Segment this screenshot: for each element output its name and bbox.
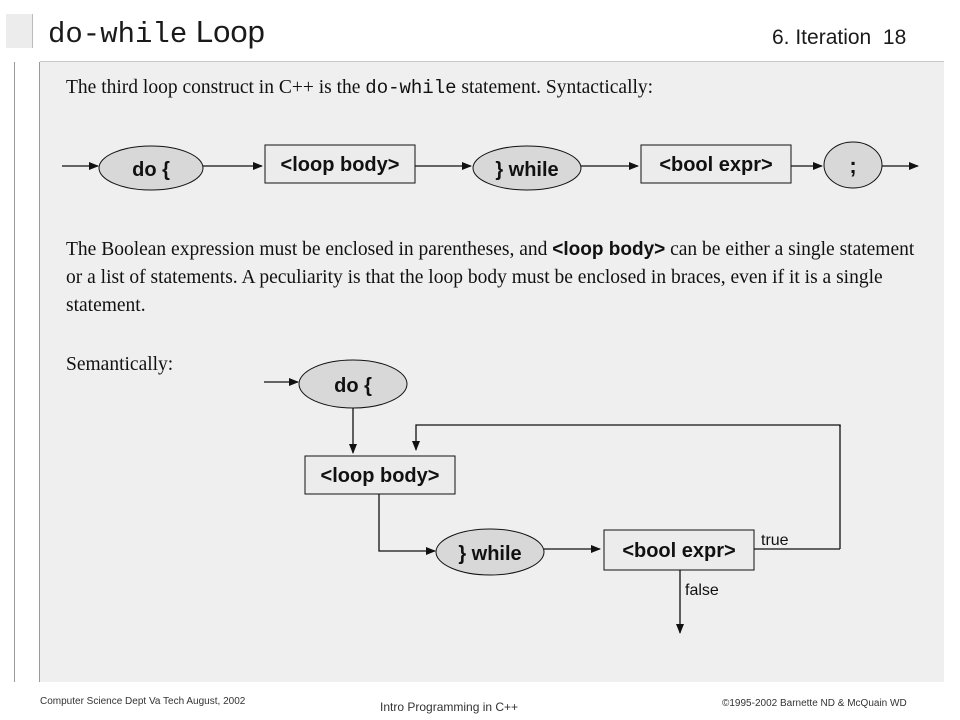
section-header: 6. Iteration 18: [772, 26, 906, 50]
slide-corner-mark: [6, 14, 33, 48]
flow-expr-box: [603, 529, 755, 571]
section-name: 6. Iteration: [772, 26, 872, 49]
boolean-paragraph: The Boolean expression must be enclosed …: [66, 236, 926, 320]
flow-body-box: [304, 455, 456, 495]
left-margin-rule: [14, 62, 40, 682]
semantic-label: Semantically:: [66, 354, 174, 375]
syntax-semicolon-label: ;: [849, 153, 856, 178]
footer-center: Intro Programming in C++: [380, 700, 519, 714]
footer-left: Computer Science Dept Va Tech August, 20…: [40, 696, 246, 707]
syntax-expr-box: [640, 144, 792, 184]
syntax-while-ellipse: [472, 145, 582, 191]
p2-text-before: The Boolean expression must be enclosed …: [66, 239, 553, 260]
syntax-do-ellipse: [98, 145, 204, 191]
flow-false-label: false: [685, 582, 719, 599]
intro-code: do-while: [365, 77, 457, 99]
flow-expr-label: <bool expr>: [622, 540, 735, 562]
flow-do-label: do {: [334, 375, 372, 397]
flow-true-label: true: [761, 532, 789, 549]
intro-paragraph: The third loop construct in C++ is the d…: [66, 74, 926, 102]
syntax-while-label: } while: [495, 159, 558, 181]
syntax-body-box: [264, 144, 416, 184]
intro-text-before: The third loop construct in C++ is the: [66, 77, 366, 98]
slide-title: do-while Loop: [48, 14, 265, 51]
flow-while-label: } while: [458, 543, 521, 565]
flow-body-to-while-arrow: [378, 494, 436, 555]
flow-body-label: <loop body>: [321, 465, 440, 487]
top-rule: [40, 61, 944, 62]
p2-text-after: can be either a single statement or a li…: [66, 239, 915, 316]
page-number: 18: [882, 26, 907, 49]
p2-bold-term: <loop body>: [552, 239, 666, 260]
syntax-expr-label: <bool expr>: [659, 154, 772, 176]
syntax-body-label: <loop body>: [281, 154, 400, 176]
title-code: do-while: [48, 18, 188, 51]
footer-right: ©1995-2002 Barnette ND & McQuain WD: [722, 698, 907, 709]
title-text: Loop: [187, 14, 265, 49]
syntax-do-label: do {: [132, 159, 170, 181]
flow-while-ellipse: [435, 528, 545, 576]
intro-text-after: statement. Syntactically:: [456, 77, 654, 98]
syntax-semicolon-ellipse: [823, 141, 883, 189]
flow-loop-back-line: [412, 424, 841, 451]
